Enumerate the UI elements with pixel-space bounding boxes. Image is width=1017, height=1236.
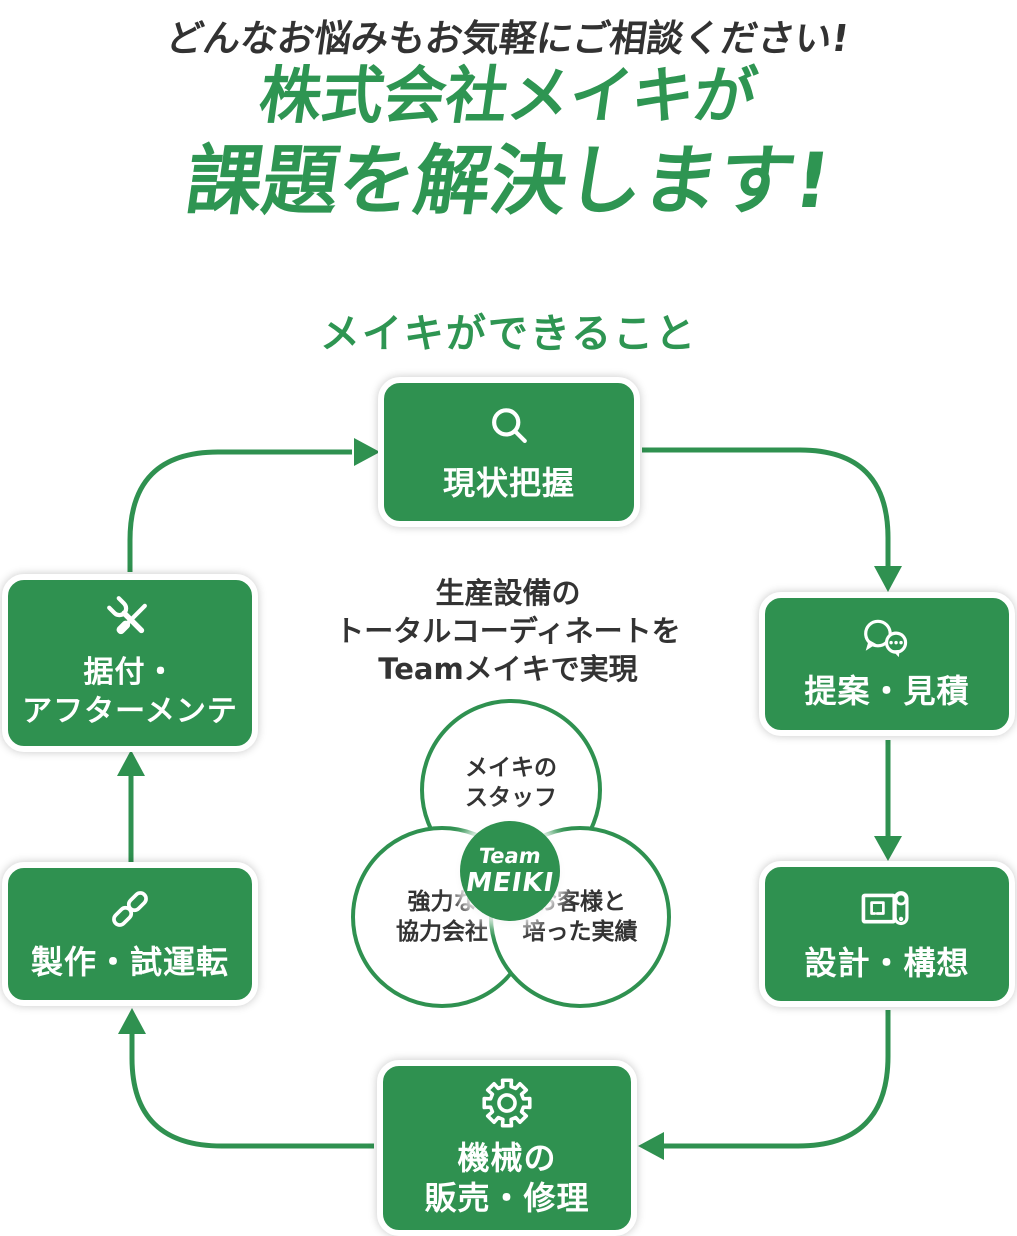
tools-icon <box>103 595 157 643</box>
arrow-left-top <box>127 449 352 572</box>
arrowhead-up <box>117 750 145 776</box>
center-message: 生産設備の トータルコーディネートを Teamメイキで実現 <box>258 574 758 688</box>
flow-step-label: 製作・試運転 <box>30 943 229 981</box>
center-message-line1: 生産設備の <box>435 576 581 610</box>
flow-step-label: 据付・ アフターメンテ <box>22 655 238 729</box>
gear-icon <box>482 1078 532 1128</box>
flow-step-current-state: 現状把握 <box>378 377 640 527</box>
chat-icon <box>858 617 916 661</box>
arrowhead-down <box>874 836 902 861</box>
flow-step-machine-sales-repair: 機械の 販売・修理 <box>377 1060 637 1236</box>
flow-step-installation-after-maintenance: 据付・ アフターメンテ <box>2 574 258 752</box>
center-message-line3: Teamメイキで実現 <box>378 652 638 686</box>
arrow-top-right <box>642 447 891 566</box>
search-icon <box>483 401 535 453</box>
flow-step-proposal-estimate: 提案・見積 <box>759 592 1015 736</box>
flow-step-production-trial-run: 製作・試運転 <box>2 862 258 1006</box>
arrowhead-down <box>874 566 902 592</box>
team-meiki-badge: Team MEIKI <box>460 821 560 921</box>
flow-step-label: 現状把握 <box>442 464 575 502</box>
chain-link-icon <box>107 886 153 932</box>
flow-step-label: 機械の 販売・修理 <box>424 1139 590 1217</box>
arrowhead-left <box>638 1132 664 1160</box>
arrow-bottom-right <box>664 1010 891 1149</box>
blueprint-icon <box>858 885 916 933</box>
flow-step-label: 設計・構想 <box>804 944 970 982</box>
arrowhead-right <box>354 438 380 466</box>
venn-label: メイキの スタッフ <box>465 755 557 811</box>
center-message-line2: トータルコーディネートを <box>335 614 681 648</box>
flow-step-label: 提案・見積 <box>804 672 970 710</box>
arrow-bottom-left <box>129 1034 374 1149</box>
venn-label: 強力な 協力会社 <box>396 889 488 945</box>
badge-line2: MEIKI <box>463 868 557 898</box>
section-heading: メイキができること <box>319 311 698 357</box>
flow-step-design-concept: 設計・構想 <box>759 861 1015 1007</box>
arrowhead-up <box>118 1008 146 1034</box>
badge-line1: Team <box>477 844 543 868</box>
